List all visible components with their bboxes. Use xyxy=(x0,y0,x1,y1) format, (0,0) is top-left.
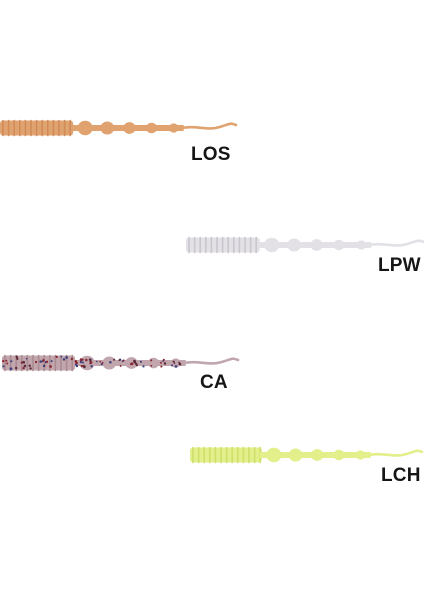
lure-body xyxy=(190,446,424,464)
lure-ca xyxy=(2,348,240,378)
lure-body xyxy=(0,119,238,137)
color-code-lch: LCH xyxy=(381,465,421,486)
lure-lch xyxy=(190,440,424,470)
color-code-los: LOS xyxy=(191,144,231,165)
color-code-ca: CA xyxy=(200,372,228,393)
lure-ca-shape xyxy=(2,354,240,372)
lure-los xyxy=(0,113,238,143)
lure-lpw-shape xyxy=(186,236,424,254)
lure-lpw xyxy=(186,230,424,260)
lure-body xyxy=(2,354,240,372)
lure-body xyxy=(186,236,424,254)
color-code-lpw: LPW xyxy=(378,255,421,276)
lure-los-shape xyxy=(0,119,238,137)
lure-lch-shape xyxy=(190,446,424,464)
